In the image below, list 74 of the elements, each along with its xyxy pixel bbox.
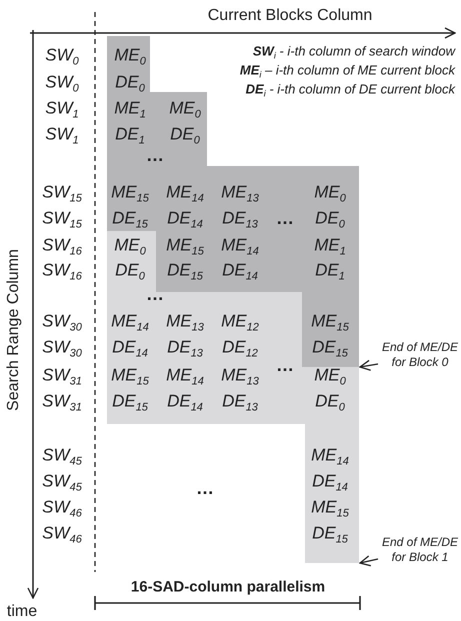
ellipsis: … [196,479,214,497]
cell-label: DE$_{0}$ [170,126,200,142]
cell-label: DE$_{14}$ [112,338,148,356]
cell-label: DE$_{15}$ [167,262,203,278]
cell-label: DE$_{15}$ [312,338,348,356]
row-label: SW$_{1}$ [45,126,79,142]
cell-label: DE$_{14}$ [167,210,203,226]
cell-label: DE$_{0}$ [315,392,345,410]
cell-label: ME$_{14}$ [166,184,204,200]
row-label: SW$_{46}$ [42,524,82,542]
leader-arrow [359,555,378,566]
cell-label: ME$_{14}$ [311,446,349,464]
row-label: SW$_{31}$ [42,392,82,410]
cell-label: ME$_{1}$ [314,236,346,254]
cell-label: DE$_{0}$ [315,210,345,226]
cell-label: DE$_{13}$ [167,338,203,356]
key-text: SW$_{i}$ - i-th column of search window [252,44,455,58]
row-label: SW$_{46}$ [42,498,82,516]
cell-label: ME$_{14}$ [221,236,259,254]
cell-label: DE$_{15}$ [312,524,348,542]
row-label: SW$_{0}$ [45,46,79,64]
ellipsis: … [276,209,294,227]
row-label: SW$_{30}$ [42,338,82,356]
cell-label: ME$_{15}$ [311,498,349,516]
cell-label: DE$_{0}$ [115,74,145,90]
cell-label: DE$_{14}$ [167,392,203,410]
cell-label: ME$_{13}$ [166,312,204,330]
cell-label: DE$_{0}$ [115,262,145,278]
cell-label: ME$_{1}$ [114,100,146,116]
ellipsis: … [146,146,164,164]
ellipsis: … [276,356,294,374]
row-label: SW$_{31}$ [42,366,82,384]
axis-title: time [6,604,38,620]
cell-label: ME$_{15}$ [311,312,349,330]
cell-label: DE$_{13}$ [222,392,258,410]
cell-label: DE$_{13}$ [222,210,258,226]
cell-label: DE$_{1}$ [315,262,345,278]
cell-label: ME$_{15}$ [111,366,149,384]
key-text: ME$_{i}$ – i-th column of ME current block [240,64,455,76]
cell-label: ME$_{15}$ [166,236,204,254]
row-label: SW$_{1}$ [45,100,79,116]
cell-label: ME$_{15}$ [111,184,149,200]
row-label: SW$_{30}$ [42,312,82,330]
row-label: SW$_{16}$ [42,236,82,254]
cell-label: ME$_{0}$ [314,184,346,200]
row-label: SW$_{15}$ [42,210,82,226]
key-text: DE$_{i}$ - i-th column of DE current block [246,82,455,96]
annotation-text: End of ME/DE for Block 1 [378,535,461,565]
cell-label: ME$_{0}$ [114,236,146,254]
row-label: SW$_{45}$ [42,472,82,490]
dimension-label: 16-SAD-column parallelism [130,580,326,594]
cell-label: ME$_{12}$ [221,312,259,330]
cell-label: ME$_{13}$ [221,366,259,384]
cell-label: DE$_{14}$ [312,472,348,490]
cell-label: ME$_{14}$ [111,312,149,330]
cell-label: DE$_{14}$ [222,262,258,278]
cell-label: ME$_{0}$ [314,366,346,384]
axis-title: Current Blocks Column [208,8,372,24]
row-label: SW$_{16}$ [42,262,82,278]
row-label: SW$_{15}$ [42,184,82,200]
row-label: SW$_{0}$ [45,74,79,90]
cell-label: DE$_{15}$ [112,210,148,226]
cell-label: ME$_{0}$ [169,100,201,116]
leader-arrow [359,360,378,371]
cell-label: DE$_{1}$ [115,126,145,142]
cell-label: ME$_{14}$ [166,366,204,384]
cell-label: DE$_{15}$ [112,392,148,410]
annotation-text: End of ME/DE for Block 0 [378,340,461,370]
ellipsis: … [146,285,164,303]
axis-title: Search Range Column [6,249,22,411]
cell-label: ME$_{0}$ [114,46,146,64]
cell-label: ME$_{13}$ [221,184,259,200]
cell-label: DE$_{12}$ [222,338,258,356]
row-label: SW$_{45}$ [42,446,82,464]
